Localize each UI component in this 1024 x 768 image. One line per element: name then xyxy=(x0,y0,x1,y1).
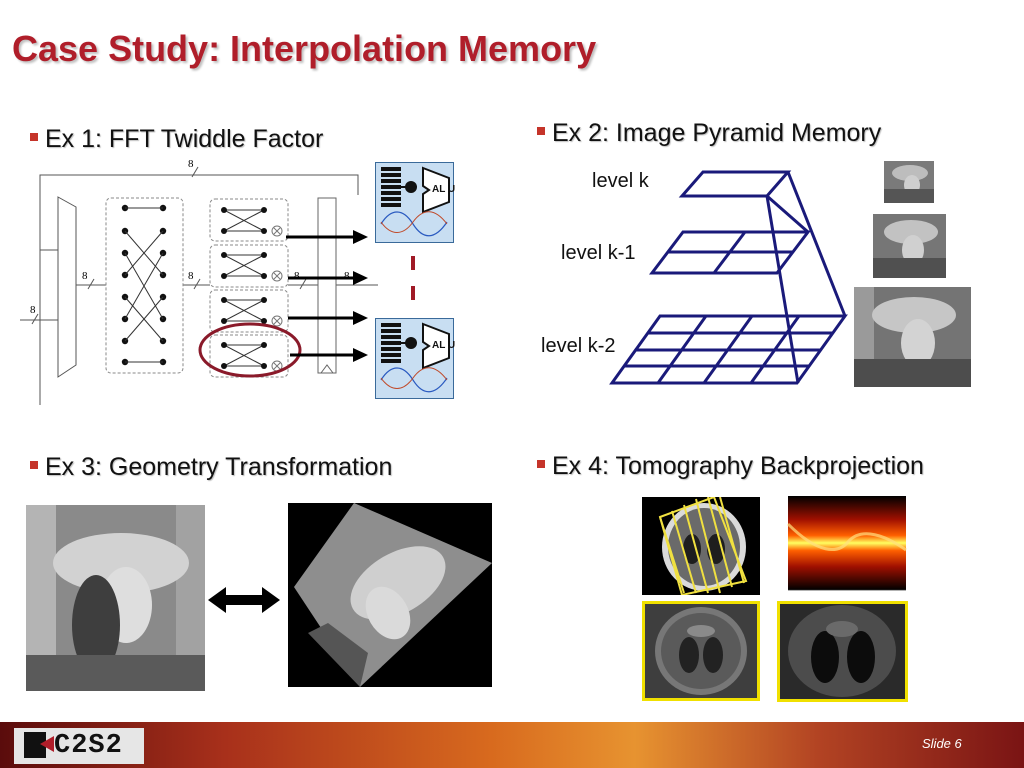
double-arrow xyxy=(208,587,280,613)
reconstruction-image-1 xyxy=(642,601,760,701)
bullet-square xyxy=(30,133,38,141)
alu-label-bottom: AL U xyxy=(432,340,455,351)
footer-bar xyxy=(0,722,1024,768)
bus-width-4: 8 xyxy=(344,270,350,282)
bus-width-2: 8 xyxy=(188,270,194,282)
pyramid-image-small xyxy=(884,161,934,203)
dash-2 xyxy=(411,286,415,300)
alu-block-bottom: AL U xyxy=(375,318,455,399)
original-image xyxy=(26,505,205,691)
logo-text: C2S2 xyxy=(54,731,123,761)
pyramid-diagram xyxy=(609,170,848,385)
bus-width-in: 8 xyxy=(30,304,36,316)
ex3-label: Ex 3: Geometry Transformation xyxy=(30,453,392,482)
bus-width-top: 8 xyxy=(188,158,194,170)
twiddle-highlight xyxy=(198,322,302,378)
ex1-label-text: Ex 1: FFT Twiddle Factor xyxy=(45,125,324,153)
dash-1 xyxy=(411,256,415,270)
pyramid-image-large xyxy=(854,287,971,387)
ex2-label: Ex 2: Image Pyramid Memory xyxy=(537,119,881,148)
transformed-image xyxy=(288,503,492,687)
ex2-label-text: Ex 2: Image Pyramid Memory xyxy=(552,119,882,147)
fft-diagram: 8 8 8 8 8 8 xyxy=(20,158,378,405)
sinogram-plot xyxy=(778,494,910,600)
slide-title: Case Study: Interpolation Memory xyxy=(12,28,597,69)
bullet-square xyxy=(537,460,545,468)
bus-width-1: 8 xyxy=(82,270,88,282)
ex4-label: Ex 4: Tomography Backprojection xyxy=(537,452,924,481)
reconstruction-image-2 xyxy=(777,601,908,702)
slide-number: Slide 6 xyxy=(922,736,962,751)
level-k-label: level k xyxy=(592,170,649,192)
alu-label-top: AL U xyxy=(432,184,455,195)
bus-width-3: 8 xyxy=(294,270,300,282)
ex1-label: Ex 1: FFT Twiddle Factor xyxy=(30,125,323,154)
alu-block-top: AL U xyxy=(375,162,455,243)
level-k1-label: level k-1 xyxy=(561,242,636,264)
ex4-label-text: Ex 4: Tomography Backprojection xyxy=(552,452,924,480)
bullet-square xyxy=(30,461,38,469)
level-k2-label: level k-2 xyxy=(541,335,616,357)
pyramid-image-medium xyxy=(873,214,946,278)
logo-emblem xyxy=(24,732,54,758)
ex3-label-text: Ex 3: Geometry Transformation xyxy=(45,453,393,481)
phantom-projection-image xyxy=(642,497,760,595)
bullet-square xyxy=(537,127,545,135)
